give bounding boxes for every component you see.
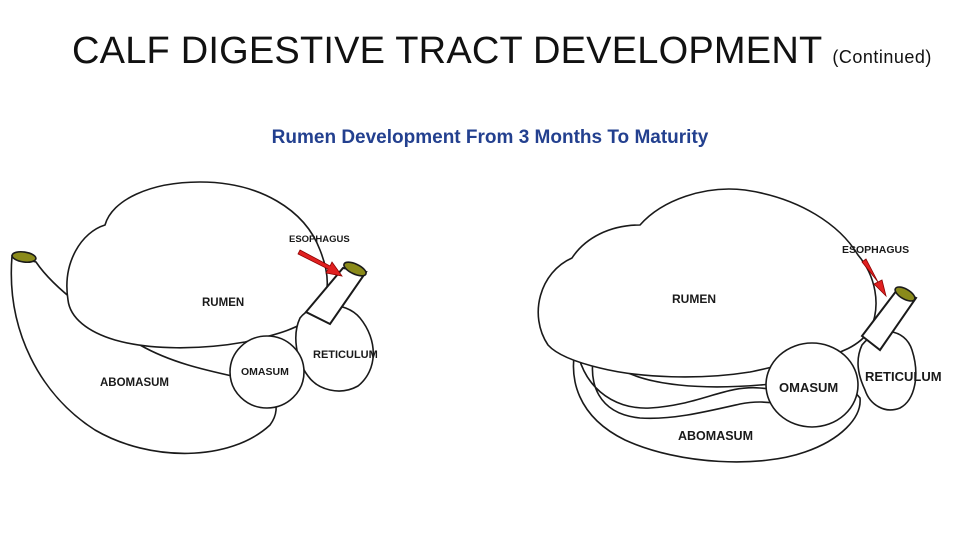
slide-title-subtitle: (Continued) (832, 47, 932, 67)
left-label-esophagus: ESOPHAGUS (289, 234, 350, 245)
slide-title-main: CALF DIGESTIVE TRACT DEVELOPMENT (72, 30, 823, 72)
left-esophagus-pointer-icon (297, 249, 343, 277)
right-stomach-diagram: ESOPHAGUS RUMEN RETICULUM OMASUM ABOMASU… (537, 188, 942, 463)
left-stomach-diagram: ESOPHAGUS RUMEN RETICULUM OMASUM ABOMASU… (10, 181, 378, 455)
slide-title: CALF DIGESTIVE TRACT DEVELOPMENT (Continu… (72, 30, 932, 73)
right-label-abomasum: ABOMASUM (678, 429, 753, 443)
right-label-omasum: OMASUM (779, 380, 838, 395)
left-esophagus-opening (343, 261, 367, 277)
right-label-rumen: RUMEN (672, 292, 716, 306)
right-omasum-shape (765, 342, 859, 428)
left-label-abomasum: ABOMASUM (100, 377, 169, 389)
right-esophagus-pointer-icon (861, 258, 887, 298)
right-reticulum-shape (857, 330, 917, 411)
right-label-esophagus: ESOPHAGUS (842, 244, 909, 256)
left-rumen-shape (66, 181, 329, 349)
left-abomasum-opening (11, 250, 37, 264)
right-rumen-shape (537, 188, 877, 378)
left-omasum-shape (229, 335, 305, 409)
right-esophagus-opening (894, 286, 916, 302)
left-label-reticulum: RETICULUM (313, 349, 378, 361)
left-label-rumen: RUMEN (202, 297, 244, 309)
figure-title: Rumen Development From 3 Months To Matur… (271, 127, 709, 148)
right-label-reticulum: RETICULUM (865, 369, 942, 384)
left-label-omasum: OMASUM (241, 366, 289, 378)
right-esophagus-shape (860, 288, 918, 352)
